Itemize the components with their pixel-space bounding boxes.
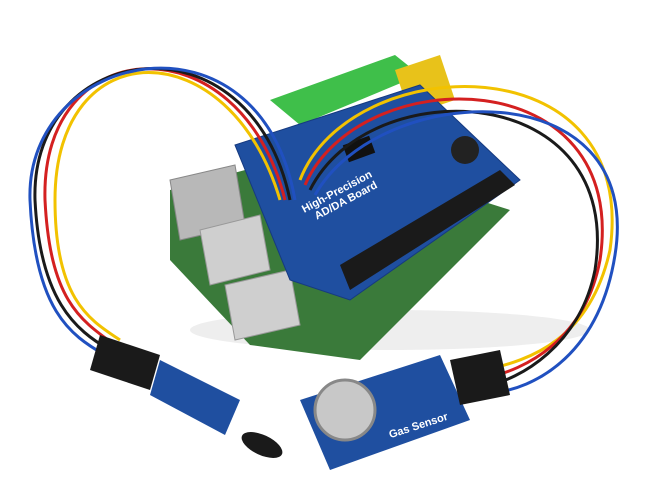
potentiometer (451, 136, 479, 164)
terminal-block (270, 55, 420, 125)
usb-port (199, 214, 271, 286)
flame-sensor-ir-led (241, 432, 283, 458)
adda-hat-board (234, 84, 521, 301)
gas-sensor-element (313, 378, 377, 442)
flame-sensor-connector (90, 335, 160, 390)
usb-port (224, 269, 301, 341)
flame-sensor-board (150, 360, 240, 435)
gas-sensor-connector (450, 350, 510, 405)
gpio-header (340, 170, 515, 290)
